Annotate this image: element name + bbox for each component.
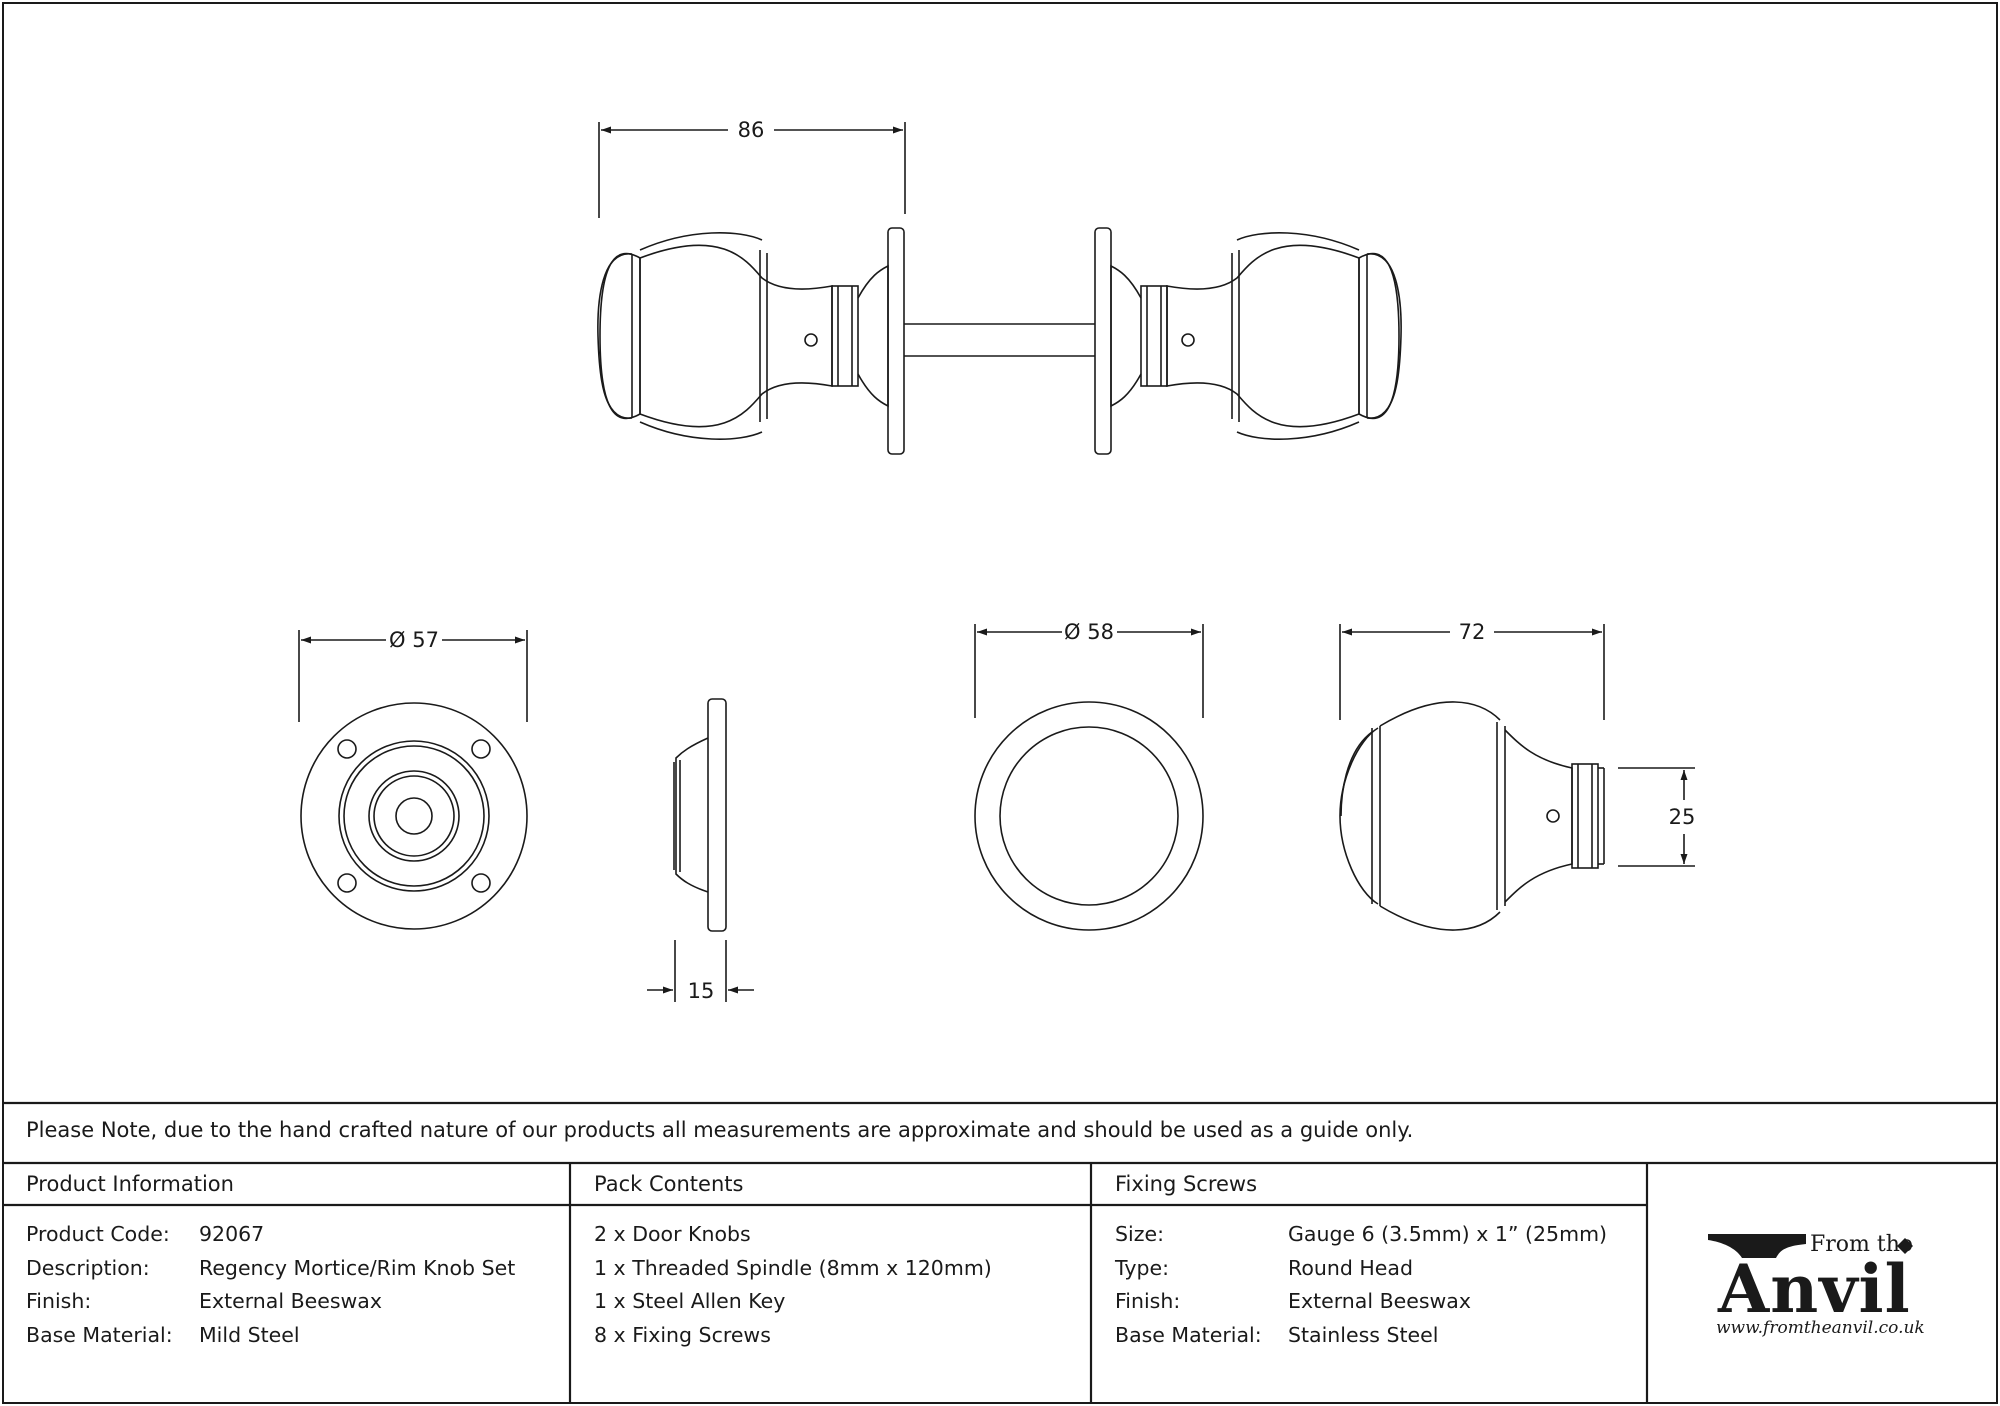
- measurement-note: Please Note, due to the hand crafted nat…: [26, 1118, 1414, 1142]
- dimension-label-neck-height: 25: [1669, 805, 1696, 829]
- pack-item: 1 x Threaded Spindle (8mm x 120mm): [594, 1255, 992, 1280]
- dimension-rose-depth: [647, 940, 754, 1002]
- product-code-row: Product Code: 92067: [26, 1218, 515, 1252]
- screw-type-row: Type: Round Head: [1115, 1252, 1607, 1286]
- rose-side-view: [647, 698, 754, 1002]
- description-row: Description: Regency Mortice/Rim Knob Set: [26, 1252, 515, 1286]
- anvil-logo-icon: [1708, 1234, 1913, 1258]
- screw-finish-row: Finish: External Beeswax: [1115, 1285, 1607, 1319]
- screw-type-value: Round Head: [1288, 1255, 1413, 1280]
- description-label: Description:: [26, 1255, 150, 1280]
- dimension-overall-width: [598, 122, 906, 218]
- screw-size-row: Size: Gauge 6 (3.5mm) x 1” (25mm): [1115, 1218, 1607, 1252]
- left-knob: [597, 227, 905, 455]
- spindle: [904, 323, 1095, 357]
- dimension-label-overall-width: 86: [738, 118, 765, 142]
- brand-tagline: From the: [1810, 1232, 1913, 1257]
- dimension-knob-diameter: [974, 624, 1204, 718]
- screw-finish-value: External Beeswax: [1288, 1289, 1471, 1313]
- product-code-value: 92067: [199, 1222, 265, 1246]
- pack-item: 2 x Door Knobs: [594, 1222, 751, 1246]
- knob-set-assembly: [597, 122, 1402, 455]
- screw-size-value: Gauge 6 (3.5mm) x 1” (25mm): [1288, 1222, 1608, 1246]
- pack-contents-heading: Pack Contents: [594, 1172, 744, 1196]
- finish-label: Finish:: [26, 1289, 92, 1313]
- screw-base-material-label: Base Material:: [1115, 1322, 1262, 1347]
- base-material-label: Base Material:: [26, 1322, 173, 1347]
- rose-front-view: [298, 630, 528, 930]
- screw-size-label: Size:: [1115, 1222, 1164, 1246]
- fixing-screws-table: Size: Gauge 6 (3.5mm) x 1” (25mm) Type: Ro…: [1115, 1218, 1607, 1352]
- product-code-label: Product Code:: [26, 1222, 170, 1246]
- dimension-knob-length: [1339, 624, 1605, 720]
- screw-finish-label: Finish:: [1115, 1289, 1181, 1313]
- screw-base-material-row: Base Material: Stainless Steel: [1115, 1319, 1607, 1353]
- finish-row: Finish: External Beeswax: [26, 1285, 515, 1319]
- base-material-value: Mild Steel: [199, 1322, 300, 1347]
- brand-url: www.fromtheanvil.co.uk: [1716, 1318, 1925, 1338]
- dimension-rose-diameter: [298, 630, 528, 722]
- dimension-label-rose-diameter: Ø 57: [389, 628, 439, 652]
- screw-type-label: Type:: [1115, 1255, 1169, 1280]
- knob-side-view: [1339, 624, 1695, 931]
- dimension-neck-height: [1618, 767, 1695, 867]
- info-table-grid: [2, 1101, 1998, 1404]
- pack-item: 8 x Fixing Screws: [594, 1322, 771, 1347]
- finish-value: External Beeswax: [199, 1289, 382, 1313]
- fixing-screws-heading: Fixing Screws: [1115, 1172, 1258, 1196]
- brand-logo: From the Anvil www.fromtheanvil.co.uk: [1700, 1228, 1980, 1348]
- product-information-table: Product Code: 92067 Description: Regency M…: [26, 1218, 515, 1352]
- product-information-heading: Product Information: [26, 1172, 234, 1196]
- dimension-label-knob-length: 72: [1459, 620, 1486, 644]
- dimension-label-rose-depth: 15: [688, 979, 715, 1003]
- dimension-label-knob-diameter: Ø 58: [1064, 620, 1114, 644]
- right-knob: [1094, 227, 1402, 455]
- brand-name: Anvil: [1718, 1250, 1911, 1328]
- screw-base-material-value: Stainless Steel: [1288, 1322, 1439, 1347]
- knob-front-view: [974, 624, 1204, 931]
- description-value: Regency Mortice/Rim Knob Set: [199, 1255, 516, 1280]
- pack-item: 1 x Steel Allen Key: [594, 1289, 786, 1313]
- pack-contents-list: 2 x Door Knobs 1 x Threaded Spindle (8mm…: [594, 1218, 992, 1352]
- base-material-row: Base Material: Mild Steel: [26, 1319, 515, 1353]
